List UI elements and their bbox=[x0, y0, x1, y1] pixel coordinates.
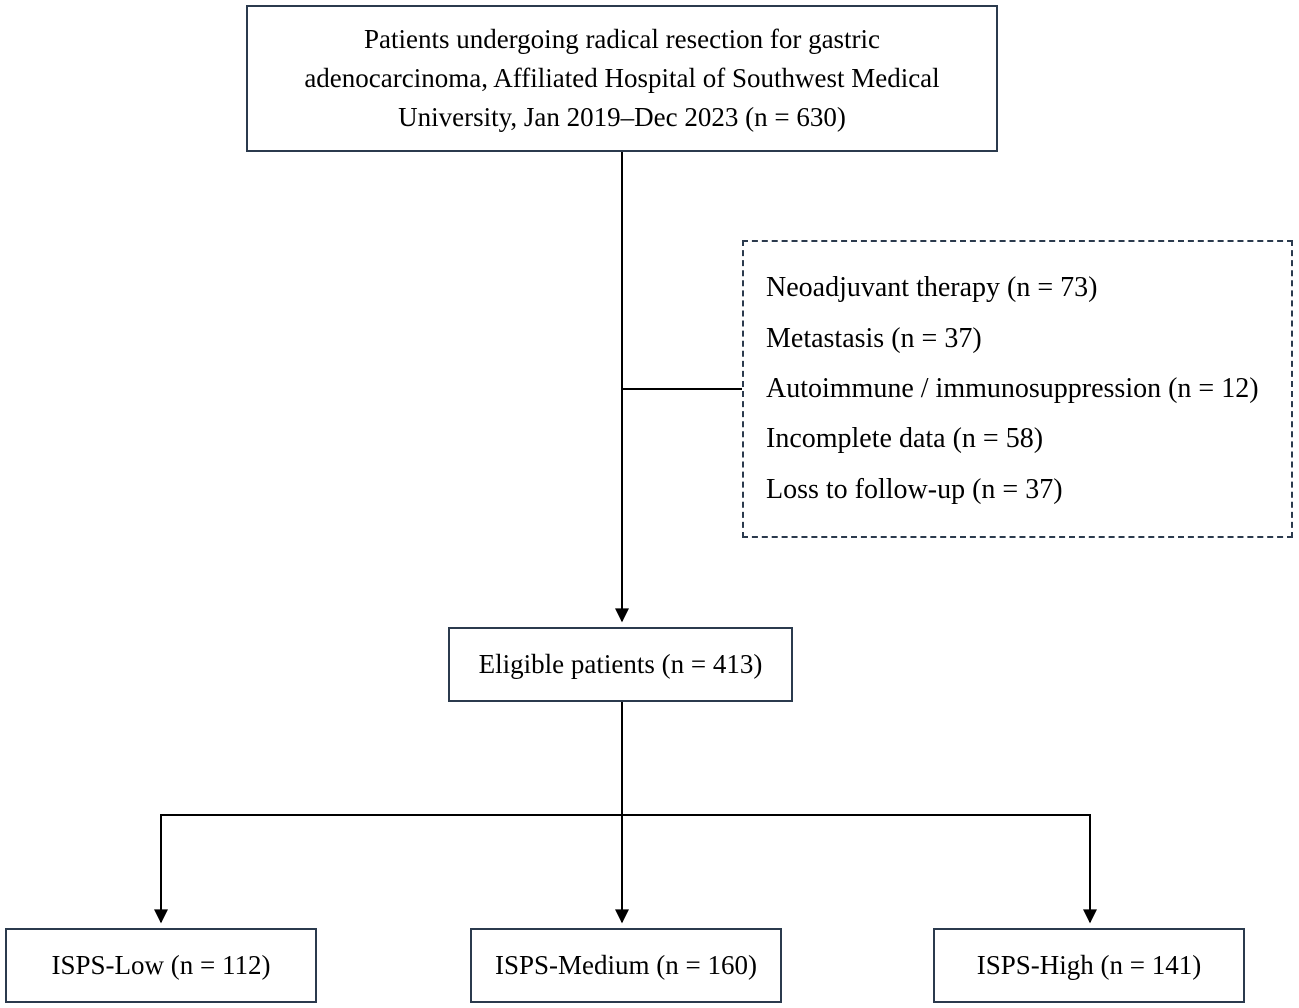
enrollment-box: Patients undergoing radical resection fo… bbox=[246, 5, 998, 152]
enrollment-box-text: Patients undergoing radical resection fo… bbox=[304, 24, 940, 132]
exclusion-box: Neoadjuvant therapy (n = 73) Metastasis … bbox=[742, 240, 1293, 538]
exclusion-item: Loss to follow-up (n = 37) bbox=[766, 473, 1063, 505]
exclusion-item: Autoimmune / immunosuppression (n = 12) bbox=[766, 372, 1259, 404]
isps-low-label: ISPS-Low (n = 112) bbox=[51, 950, 271, 980]
exclusion-item: Incomplete data (n = 58) bbox=[766, 423, 1044, 455]
eligible-patients-text: Eligible patients (n = 413) bbox=[478, 649, 763, 679]
exclusion-item: Metastasis (n = 37) bbox=[766, 322, 982, 354]
isps-medium-box: ISPS-Medium (n = 160) bbox=[470, 928, 782, 1003]
isps-high-label: ISPS-High (n = 141) bbox=[976, 950, 1202, 980]
isps-low-box: ISPS-Low (n = 112) bbox=[5, 928, 317, 1003]
isps-medium-label: ISPS-Medium (n = 160) bbox=[495, 950, 757, 980]
exclusion-item: Neoadjuvant therapy (n = 73) bbox=[766, 272, 1098, 304]
isps-high-box: ISPS-High (n = 141) bbox=[933, 928, 1245, 1003]
eligible-patients-box: Eligible patients (n = 413) bbox=[448, 627, 793, 702]
